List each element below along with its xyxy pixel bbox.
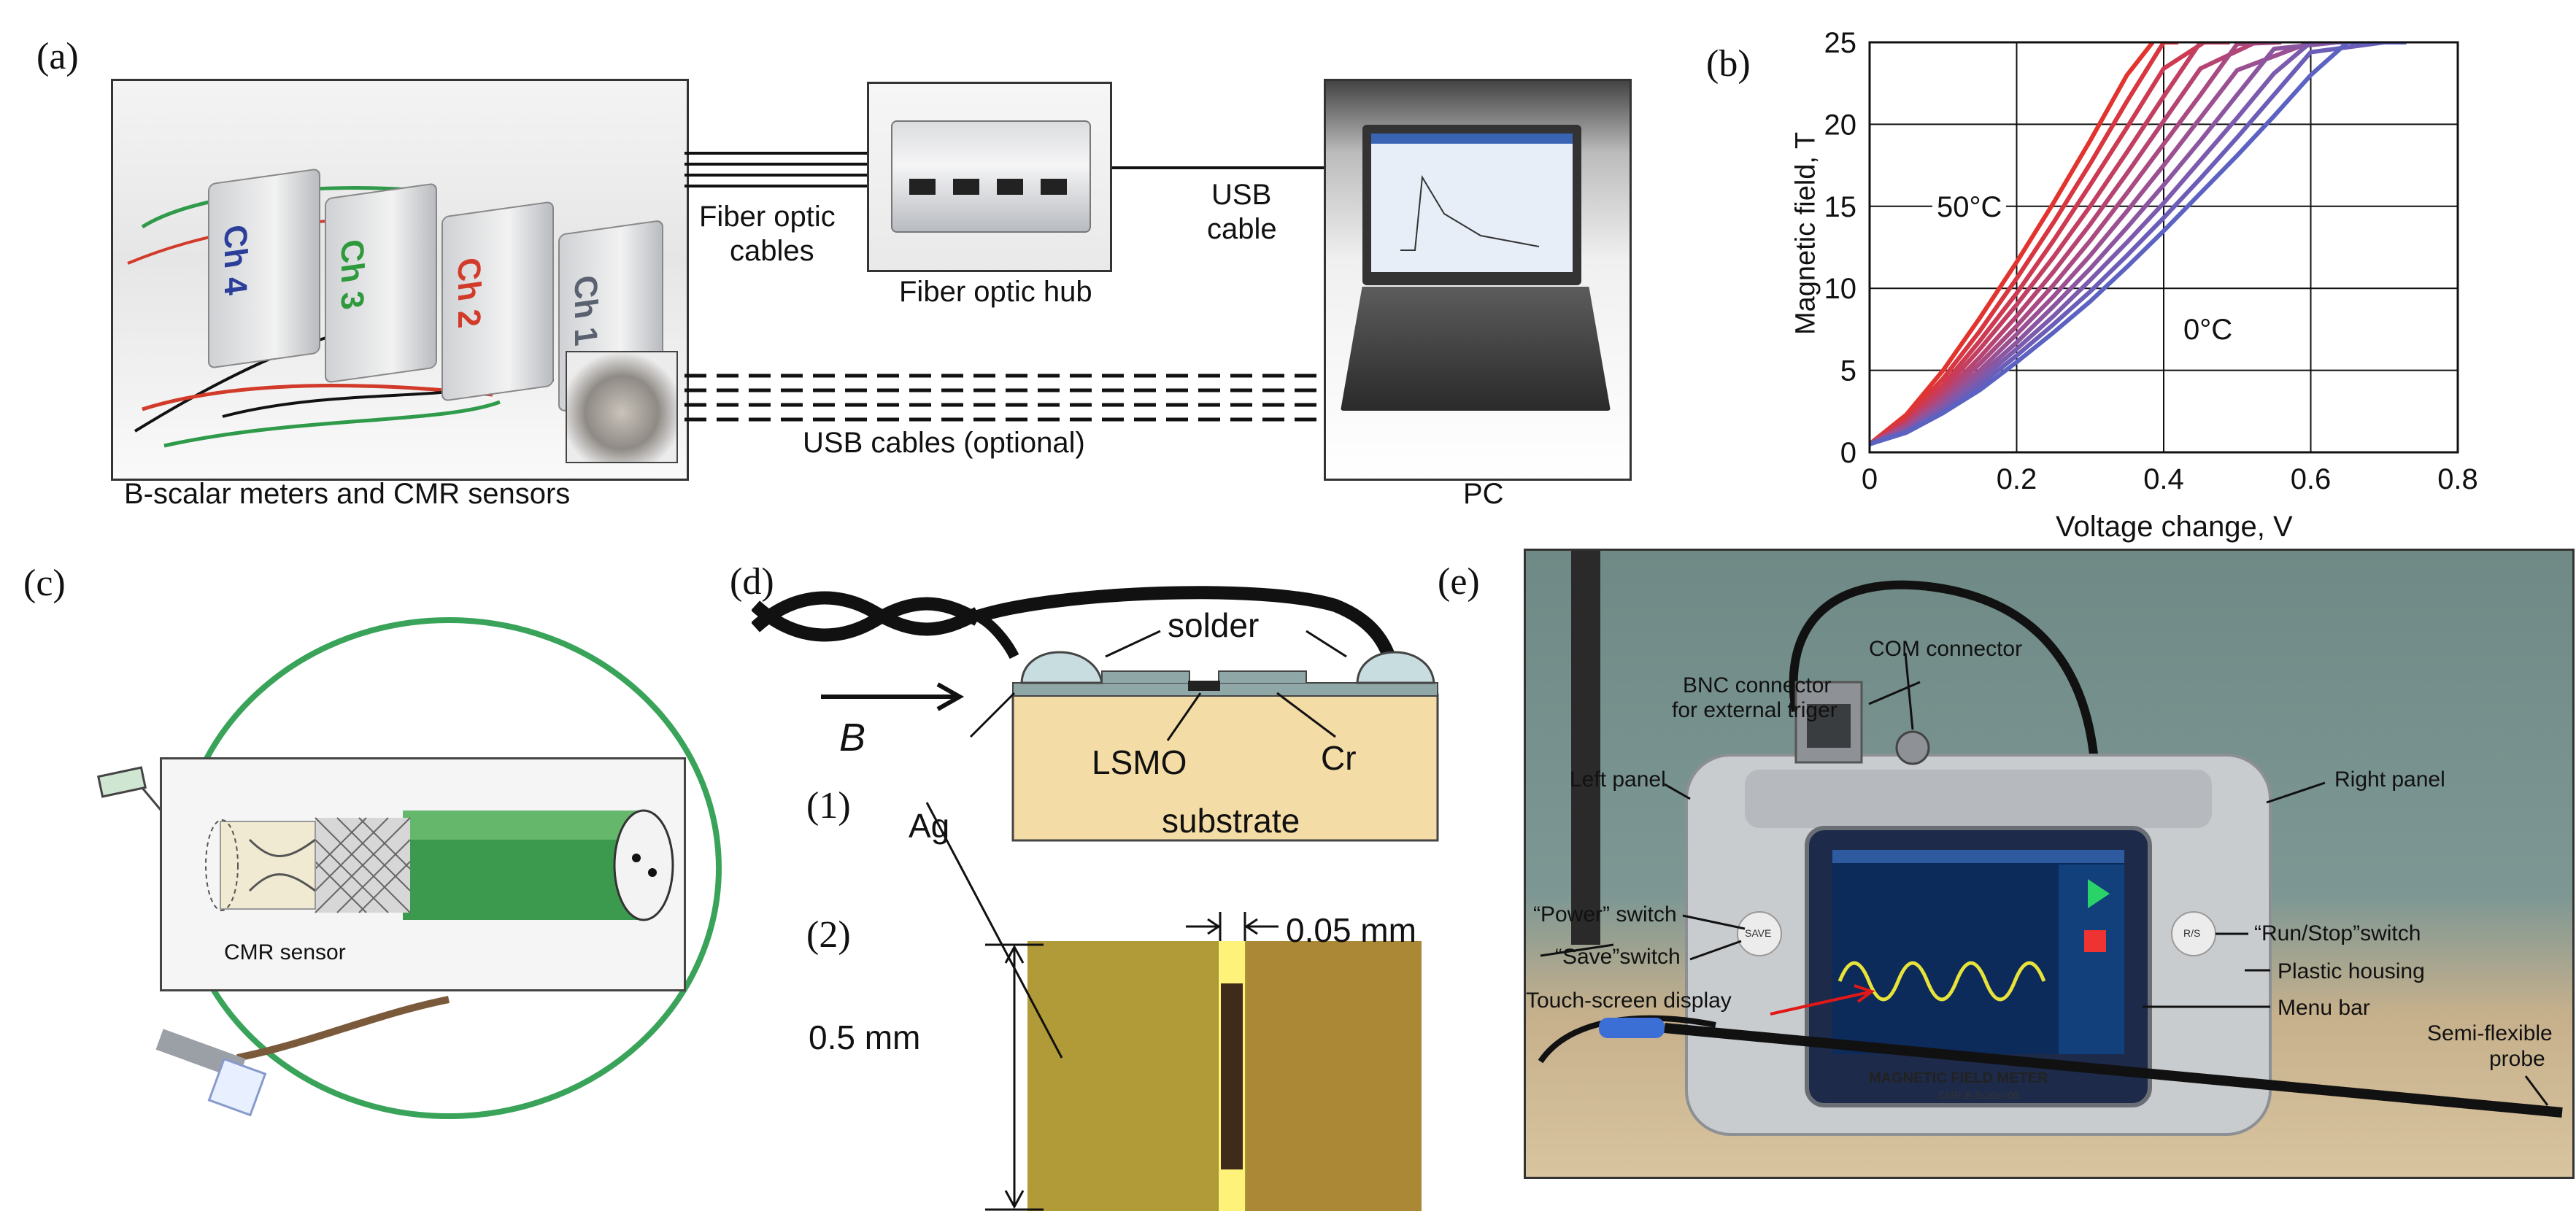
cmr-sensor-label: CMR sensor <box>224 940 346 964</box>
fiber-optic-cables-label-1: Fiber optic <box>699 201 836 233</box>
chart-xtick-label: 0 <box>1862 463 1878 495</box>
usb-cable-label-2: cable <box>1207 213 1277 245</box>
chart-xlabel: Voltage change, V <box>2056 511 2293 543</box>
sensor-inset-photo <box>566 351 678 463</box>
chart-series-line-7 <box>1870 42 2312 446</box>
chart-series-line-8 <box>1870 42 2337 446</box>
panel-c-label: (c) <box>23 562 66 604</box>
voltage-field-chart: 0 0.2 0.4 0.6 0.8 0 5 10 15 20 25 <box>1824 27 2478 495</box>
meters-photo: Ch 4 Ch 3 Ch 2 Ch 1 <box>111 79 689 481</box>
right-panel-label: Right panel <box>2334 767 2445 792</box>
cmr-sensor-inset: CMR sensor <box>160 757 686 991</box>
chart-series-line-2 <box>1870 42 2179 446</box>
chart-ytick-label: 15 <box>1824 191 1857 223</box>
chart-series-line-11 <box>1870 42 2407 446</box>
power-switch-label: “Power” switch <box>1533 902 1677 927</box>
lsmo-sensor-diagram <box>752 586 1439 1211</box>
meter-ch2: Ch 2 <box>441 201 554 402</box>
chart-ylabel: Magnetic field, T <box>1790 131 1821 336</box>
device-title: MAGNETIC FIELD METER <box>1869 1070 2048 1086</box>
chart-xtick-label: 0.6 <box>2291 463 2332 495</box>
usb-cables-optional-label: USB cables (optional) <box>803 427 1085 459</box>
chart-ytick-label: 0 <box>1840 437 1856 469</box>
usb-cable-label-1: USB <box>1211 179 1272 211</box>
left-panel-label: Left panel <box>1570 767 1666 792</box>
fiber-optic-cables-label-2: cables <box>730 235 814 267</box>
ag-label: Ag <box>909 807 950 845</box>
pc-photo <box>1324 79 1632 481</box>
chart-series-line-4 <box>1870 42 2230 446</box>
chart-ytick-label: 20 <box>1824 109 1857 141</box>
chart-ytick-label: 5 <box>1840 355 1856 387</box>
solder-label: solder <box>1168 606 1260 644</box>
substrate-label: substrate <box>1162 802 1300 840</box>
chart-xtick-label: 0.8 <box>2437 463 2478 495</box>
plastic-housing-label: Plastic housing <box>2278 959 2425 983</box>
field-meter-photo: MAGNETIC FIELD METER CMR-B-Scalar-06 SAV… <box>1524 549 2575 1179</box>
chart-ytick-label: 10 <box>1824 273 1857 305</box>
meter-ch2-label: Ch 2 <box>451 255 487 330</box>
bnc-connector-label-2: for external triger <box>1672 698 1837 722</box>
chart-xtick-label: 0.4 <box>2143 463 2184 495</box>
chart-plot-frame <box>1868 41 2459 454</box>
height-dimension-label: 0.5 mm <box>809 1018 921 1056</box>
device-run-stop-button: R/S <box>2183 927 2201 939</box>
chart-ytick-label: 25 <box>1824 27 1857 59</box>
meter-scene <box>1538 551 2563 1136</box>
save-switch-label: “Save”switch <box>1555 945 1681 969</box>
panel-a-cables <box>685 152 1324 422</box>
fiber-optic-hub-label: Fiber optic hub <box>899 276 1092 308</box>
meter-ch3: Ch 3 <box>325 182 437 384</box>
chart-annotation-50c: 50°C <box>1932 191 2007 224</box>
menu-bar-label: Menu bar <box>2278 996 2370 1020</box>
semi-flexible-probe-label-2: probe <box>2489 1047 2545 1071</box>
panel-d-label: (d) <box>730 561 774 603</box>
panel-a-label: (a) <box>36 36 79 77</box>
meter-ch3-label: Ch 3 <box>334 237 370 312</box>
panel-e-label: (e) <box>1438 561 1480 603</box>
chart-series-line-6 <box>1870 42 2282 446</box>
chart-annotation-0c: 0°C <box>2179 314 2237 347</box>
device-save-button: SAVE <box>1745 927 1772 939</box>
sensor-cable-photo: CMR sensor <box>69 591 730 1134</box>
com-connector-label: COM connector <box>1869 637 2023 661</box>
meter-ch1-label: Ch 1 <box>568 273 603 348</box>
device-subtitle: CMR-B-Scalar-06 <box>1938 1089 2019 1101</box>
chart-series-line-3 <box>1870 42 2206 446</box>
cr-label: Cr <box>1321 739 1357 777</box>
run-stop-switch-label: “Run/Stop”switch <box>2254 921 2421 945</box>
bnc-connector-label-1: BNC connector <box>1683 673 1832 697</box>
sub-label-1: (1) <box>806 785 851 827</box>
meter-ch4: Ch 4 <box>208 168 320 369</box>
meters-caption: B-scalar meters and CMR sensors <box>124 478 571 510</box>
gap-dimension-label: 0.05 mm <box>1286 911 1416 949</box>
pc-caption: PC <box>1463 478 1504 510</box>
sub-label-2: (2) <box>806 914 851 956</box>
chart-series-line-9 <box>1870 42 2363 446</box>
chart-xtick-label: 0.2 <box>1997 463 2037 495</box>
touch-screen-label: Touch-screen display <box>1526 989 1732 1013</box>
panel-b-label: (b) <box>1706 43 1751 85</box>
meter-ch4-label: Ch 4 <box>217 223 253 298</box>
cmr-sensor-cross-section <box>205 809 674 921</box>
chart-series-line-1 <box>1870 42 2155 446</box>
b-field-label: B <box>839 716 866 759</box>
lsmo-label: LSMO <box>1092 743 1187 781</box>
fiber-optic-hub-photo <box>867 82 1112 272</box>
semi-flexible-probe-label-1: Semi-flexible <box>2427 1021 2553 1045</box>
